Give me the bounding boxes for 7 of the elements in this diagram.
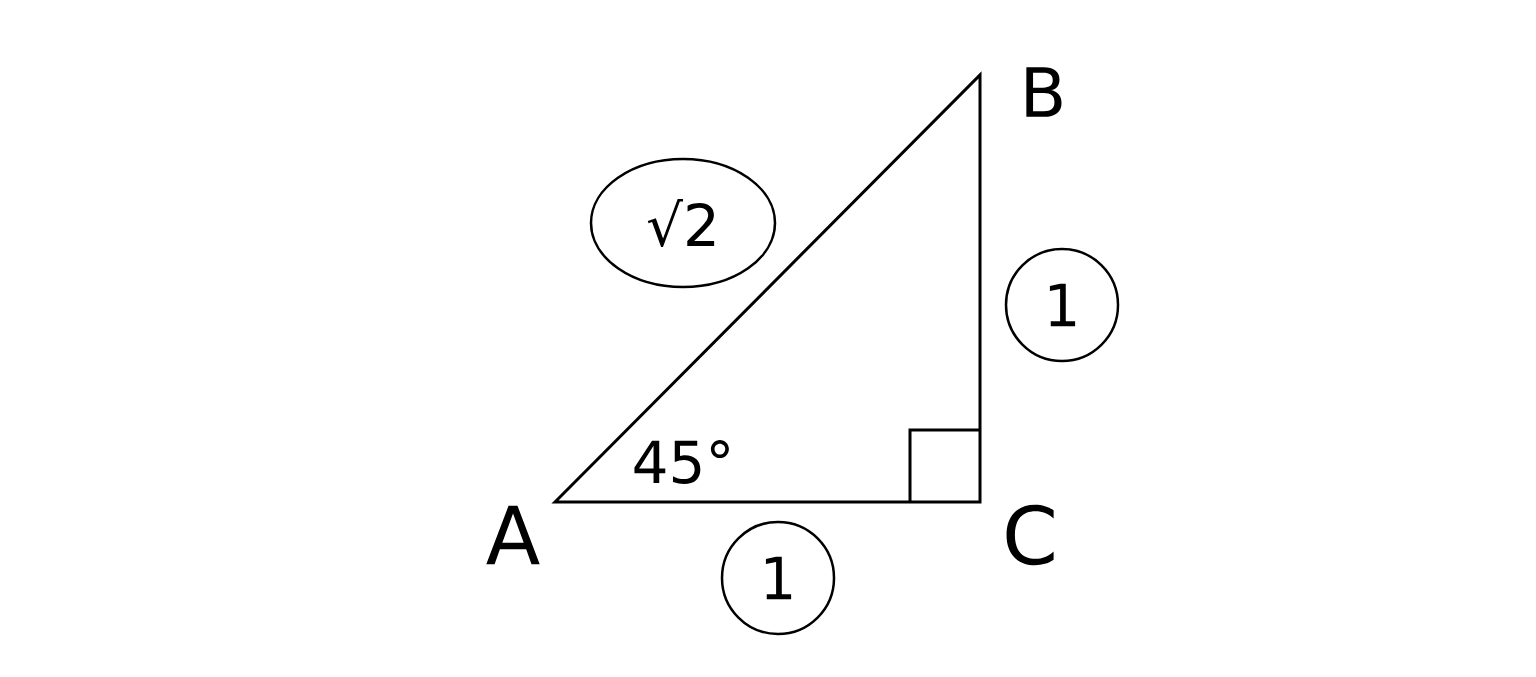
circled-number: 1 <box>720 520 836 636</box>
circled-number: √2 <box>589 157 777 289</box>
angle-label: 45° <box>634 440 729 484</box>
vertex-label: C <box>1006 504 1054 566</box>
vertex-label: A <box>486 505 540 565</box>
circled-number: 1 <box>1004 247 1120 363</box>
vertex-label: B <box>1026 67 1062 117</box>
